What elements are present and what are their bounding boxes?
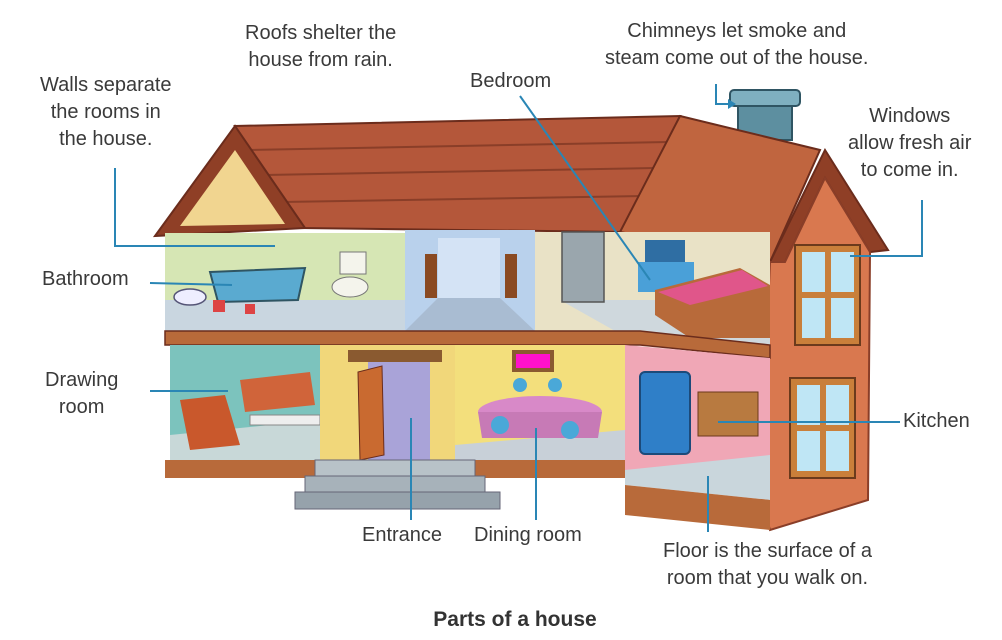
label-chimneys: Chimneys let smoke and steam come out of…: [605, 18, 869, 72]
label-line: Windows: [869, 105, 951, 127]
label-bathroom: Bathroom: [42, 268, 129, 290]
upper-floor: [165, 230, 770, 345]
label-line: Chimneys let smoke and: [627, 20, 847, 42]
main-roof: [152, 114, 682, 238]
label-kitchen: Kitchen: [903, 410, 970, 432]
label-dining-room: Dining room: [474, 524, 582, 546]
chimney-arrowhead: [728, 99, 736, 109]
label-line: Floor is the surface of a: [663, 540, 872, 562]
leader-chimneys: [715, 84, 728, 105]
label-drawing-room: Drawing room: [45, 367, 118, 421]
label-roofs: Roofs shelter the house from rain.: [245, 20, 396, 74]
label-bedroom: Bedroom: [470, 70, 552, 92]
label-line: the house.: [59, 128, 153, 150]
lower-floor: [170, 345, 770, 500]
label-line: Walls separate: [40, 74, 172, 96]
label-walls: Walls separate the rooms in the house.: [40, 72, 172, 153]
label-line: house from rain.: [248, 49, 393, 71]
entrance-steps: [294, 459, 501, 510]
label-line: allow fresh air: [848, 132, 972, 154]
leader-bedroom: [519, 95, 651, 281]
label-line: the rooms in: [50, 101, 161, 123]
leader-walls: [114, 168, 275, 247]
windows: [789, 244, 861, 479]
leader-windows: [850, 200, 923, 257]
label-entrance: Entrance: [362, 524, 443, 546]
figure-caption: Parts of a house: [433, 608, 597, 631]
label-line: to come in.: [860, 159, 959, 181]
label-line: room that you walk on.: [666, 567, 869, 589]
leader-lines: [114, 84, 923, 532]
label-line: steam come out of the house.: [605, 47, 869, 69]
leader-bathroom: [149, 282, 233, 286]
label-line: Roofs shelter the: [245, 22, 397, 44]
label-floor: Floor is the surface of a room that you …: [663, 538, 872, 592]
label-windows: Windows allow fresh air to come in.: [848, 103, 971, 184]
label-line: Drawing: [45, 369, 119, 391]
label-line: room: [58, 396, 105, 418]
